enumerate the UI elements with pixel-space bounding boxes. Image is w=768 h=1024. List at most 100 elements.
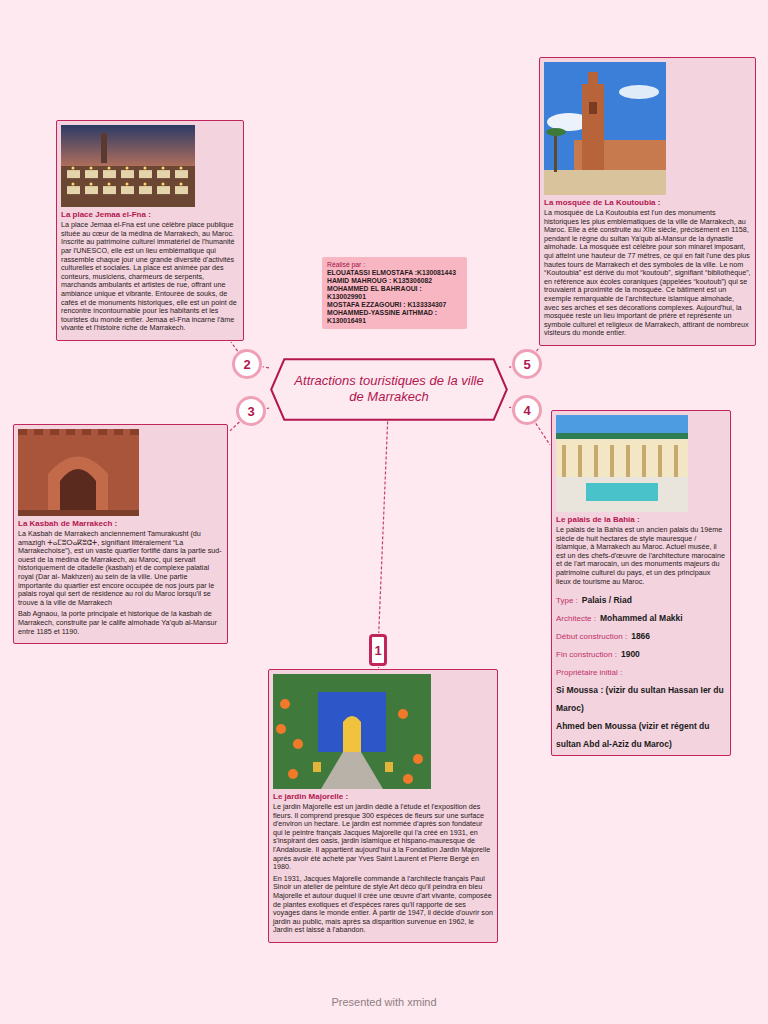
branch-connector (509, 407, 511, 409)
text-row: MOHAMMED EL BAHRAOUI : K130029901 (327, 285, 462, 301)
branch-number: 3 (236, 396, 266, 426)
lamp (180, 183, 183, 186)
merlon (130, 429, 139, 435)
illustration (544, 62, 666, 195)
head-text: La Kasbah de Marrakech : (18, 519, 223, 529)
text-row: Réalisé par : (327, 261, 462, 269)
lamp (90, 167, 93, 170)
pot (385, 762, 393, 772)
flower (276, 724, 286, 734)
text-row: Début construction :1866 (556, 625, 726, 643)
text-row: 2 (243, 355, 250, 373)
flower (288, 769, 298, 779)
text-row: En 1931, Jacques Majorelle commande à l'… (273, 875, 493, 935)
body-text: Le jardin Majorelle est un jardin dédié … (273, 803, 493, 872)
flower (398, 709, 408, 719)
lamp (162, 183, 165, 186)
text-row: ELOUATASSI ELMOSTAFA :K130081443 (327, 269, 462, 277)
illustration (18, 429, 139, 516)
lamp (108, 183, 111, 186)
arch-frame (48, 457, 108, 517)
text-row: La mosquée de La Koutoubia est l'un des … (544, 209, 751, 338)
text-row: Bab Agnaou, la porte principale et histo… (18, 610, 223, 636)
topic-box: Le jardin Majorelle :Le jardin Majorelle… (268, 669, 498, 943)
arch (60, 469, 96, 516)
stall (157, 186, 170, 194)
column (610, 445, 614, 477)
illustration (273, 674, 431, 789)
flower (280, 699, 290, 709)
branch-connector (229, 422, 239, 432)
stall (67, 186, 80, 194)
text-row: MOSTAFA EZZAGOURI : K133334307 (327, 301, 462, 309)
door (343, 716, 361, 752)
stall (121, 170, 134, 178)
text-row: La Kasbah de Marrakech : (18, 519, 223, 529)
credit-text: MOSTAFA EZZAGOURI : K133334307 (327, 301, 462, 309)
text-row: 3 (247, 402, 254, 420)
value-text: 1866 (631, 631, 650, 641)
text-row: La place Jemaa el-Fna : (61, 210, 239, 220)
num-text: 4 (523, 403, 530, 418)
topic-box: Le palais de la Bahia :Le palais de la B… (551, 410, 731, 756)
stall (67, 170, 80, 178)
hexagon (271, 359, 507, 419)
body-text: La mosquée de La Koutoubia est l'un des … (544, 209, 751, 338)
column (658, 445, 662, 477)
value-text: Ahmed ben Moussa (vizir et régent du sul… (556, 721, 710, 749)
topic-box: La place Jemaa el-Fna :La place Jemaa el… (56, 120, 244, 341)
text-row: Architecte :Mohammed al Makki (556, 607, 726, 625)
branch-connector (263, 367, 269, 368)
text-row: Ahmed ben Moussa (vizir et régent du sul… (556, 715, 726, 751)
merlon (66, 429, 75, 435)
ground (544, 170, 666, 195)
sky (556, 415, 688, 512)
body-text: La place Jemaa el-Fna est une célèbre pl… (61, 221, 239, 333)
num-text: 5 (523, 357, 530, 372)
cloud (619, 85, 659, 99)
num-text: 3 (247, 404, 254, 419)
house (318, 692, 386, 752)
lamp (162, 167, 165, 170)
label-text: Type : (556, 596, 578, 605)
topic-box: La Kasbah de Marrakech :La Kasbah de Mar… (13, 424, 228, 644)
stall (121, 186, 134, 194)
value-text: 1900 (621, 649, 640, 659)
text-row: Le palais de la Bahia est un ancien pala… (556, 526, 726, 586)
stall (175, 186, 188, 194)
head-text: Le palais de la Bahia : (556, 515, 726, 525)
text-row: Attractions touristiques de la ville de … (290, 373, 488, 405)
branch-number: 1 (369, 634, 387, 666)
column (594, 445, 598, 477)
column (626, 445, 630, 477)
text-row: Le jardin Majorelle est un jardin dédié … (273, 803, 493, 872)
credit-text: HAMID MAHROUG : K135306082 (327, 277, 462, 285)
text-row: 4 (523, 401, 530, 419)
pool (586, 483, 658, 501)
illustration (61, 125, 195, 207)
value-text: Si Moussa : (vizir du sultan Hassan Ier … (556, 685, 724, 713)
label-text: Architecte : (556, 614, 596, 623)
branch-number: 4 (512, 395, 542, 425)
stall (175, 170, 188, 178)
sky (61, 125, 195, 207)
lamp (72, 167, 75, 170)
body-text: Le palais de la Bahia est un ancien pala… (556, 526, 726, 586)
lamp (108, 167, 111, 170)
minaret (101, 133, 107, 163)
column (674, 445, 678, 477)
label-text: Propriétaire initial : (556, 668, 622, 677)
text-row: HAMID MAHROUG : K135306082 (327, 277, 462, 285)
path (321, 752, 383, 789)
branch-connector (536, 423, 550, 445)
text-row: La place Jemaa el-Fna est une célèbre pl… (61, 221, 239, 333)
building (556, 437, 688, 477)
column (578, 445, 582, 477)
branch-connector (231, 342, 238, 351)
topic-box: La mosquée de La Koutoubia :La mosquée d… (539, 57, 756, 346)
branch-connector (509, 366, 511, 368)
credit-text: MOHAMMED-YASSINE AITHMAD : K130016491 (327, 309, 462, 325)
text-row: 5 (523, 355, 530, 373)
lamp (144, 167, 147, 170)
stall (103, 186, 116, 194)
